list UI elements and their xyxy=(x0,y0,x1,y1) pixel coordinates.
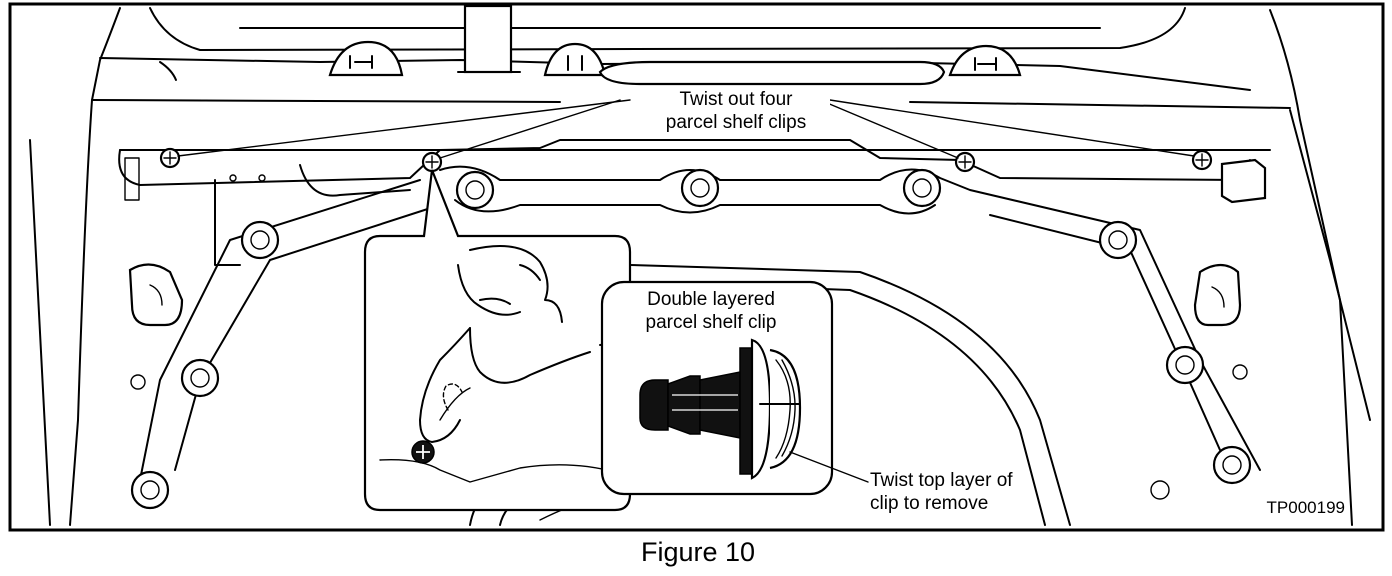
clip-marker xyxy=(954,151,976,173)
hand-inset xyxy=(363,169,632,512)
inset-title-line-2: parcel shelf clip xyxy=(646,312,777,333)
figure-caption: Figure 10 xyxy=(641,537,755,567)
main-callout-line-2: parcel shelf clips xyxy=(666,112,806,133)
twist-note-line-2: clip to remove xyxy=(870,493,988,514)
clip-marker xyxy=(159,147,181,169)
clip-marker xyxy=(421,151,443,173)
twist-note-line-1: Twist top layer of xyxy=(870,470,1013,491)
clip-detail-inset: Double layered parcel shelf clip xyxy=(600,280,869,496)
clip-marker xyxy=(1191,149,1213,171)
reference-code: TP000199 xyxy=(1267,498,1345,517)
double-layered-clip xyxy=(639,338,802,480)
parcel-shelf-clips xyxy=(159,147,1213,173)
inset-title-line-1: Double layered xyxy=(647,289,775,310)
body-holes xyxy=(130,168,1252,510)
vehicle-rear-structure xyxy=(29,4,1371,526)
main-callout-line-1: Twist out four xyxy=(680,89,794,110)
callout-leaders xyxy=(177,99,1195,159)
